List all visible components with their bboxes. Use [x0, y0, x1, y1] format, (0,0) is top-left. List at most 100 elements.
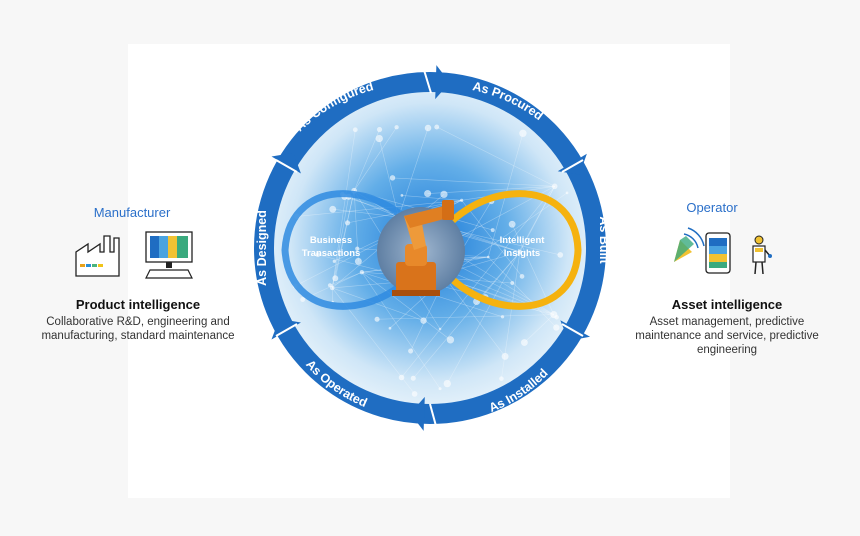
network-node	[438, 327, 442, 331]
network-node	[410, 375, 416, 381]
network-link	[461, 200, 523, 277]
network-node	[434, 124, 440, 130]
ring-separator	[275, 159, 298, 173]
network-node	[490, 228, 495, 233]
network-link	[335, 190, 355, 279]
network-link	[329, 271, 362, 286]
network-node	[501, 352, 509, 360]
description-line: engineering	[696, 344, 758, 356]
loop-label-business: Business	[310, 235, 352, 246]
network-node	[500, 315, 505, 319]
network-node	[459, 198, 464, 203]
network-node	[376, 126, 383, 133]
network-node	[300, 296, 306, 303]
cycle-ring	[254, 72, 606, 424]
network-node	[354, 257, 362, 265]
network-link	[447, 186, 555, 384]
network-link	[361, 271, 451, 341]
network-node	[520, 339, 528, 347]
network-node	[398, 374, 405, 381]
signal-icon	[674, 227, 705, 262]
network-link	[488, 256, 557, 328]
description-line: Asset management, predictive	[649, 316, 805, 328]
cycle-arrowhead	[271, 152, 301, 174]
asset-intelligence-description: Asset management, predictive maintenance…	[622, 315, 832, 357]
network-node	[510, 280, 515, 286]
network-node	[519, 129, 527, 138]
network-link	[332, 287, 424, 321]
network-node	[375, 134, 383, 143]
network-link	[332, 208, 399, 218]
manufacturer-label: Manufacturer	[93, 205, 171, 220]
network-node	[394, 125, 399, 130]
network-link	[353, 190, 359, 262]
network-link	[524, 314, 555, 343]
network-node	[557, 251, 564, 258]
loop-label-insights: Insights	[504, 248, 540, 259]
ring-separator	[561, 323, 584, 337]
network-link	[401, 195, 462, 201]
network-node	[553, 324, 560, 331]
network-link	[331, 129, 356, 288]
network-node	[499, 376, 504, 382]
network-link	[331, 196, 349, 289]
network-node	[327, 283, 333, 288]
network-node	[359, 269, 365, 275]
network-node	[332, 275, 339, 282]
network-link	[401, 186, 555, 378]
loop-label-intelligent: Intelligent	[500, 235, 546, 246]
network-link	[377, 314, 554, 320]
computer-monitor-icon	[145, 231, 193, 279]
cycle-arrowhead	[410, 396, 425, 431]
ring-separator	[561, 159, 584, 173]
network-node	[424, 124, 432, 132]
product-intelligence-panel: Product intelligence Collaborative R&D, …	[28, 297, 248, 343]
network-node	[486, 255, 490, 259]
network-node	[329, 285, 335, 291]
network-node	[565, 191, 569, 195]
network-node	[408, 348, 414, 354]
operator-panel: Operator	[652, 200, 772, 215]
asset-intelligence-panel: Asset intelligence Asset management, pre…	[622, 297, 832, 357]
network-node	[355, 246, 360, 251]
network-link	[296, 200, 462, 217]
network-node	[517, 249, 523, 255]
network-node	[438, 387, 442, 391]
network-node	[551, 183, 558, 190]
loop-label-transactions: Transactions	[302, 248, 361, 259]
cycle-arrowhead	[435, 65, 450, 100]
network-node	[440, 190, 448, 199]
network-link	[353, 127, 397, 191]
network-node	[519, 273, 525, 279]
network-node	[424, 190, 432, 198]
mobile-phone-icon	[705, 232, 731, 274]
network-node	[400, 193, 404, 197]
network-link	[413, 251, 521, 379]
manufacturer-panel: Manufacturer	[52, 205, 212, 220]
network-link	[361, 272, 441, 389]
network-link	[392, 177, 555, 187]
network-link	[427, 185, 555, 194]
network-node	[315, 252, 321, 258]
network-link	[476, 251, 521, 302]
network-node	[389, 175, 396, 181]
description-line: maintenance and service, predictive	[635, 330, 819, 342]
ring-separator	[423, 69, 432, 94]
network-node	[411, 390, 418, 397]
asset-intelligence-title: Asset intelligence	[671, 297, 783, 312]
description-line: manufacturing, standard maintenance	[41, 330, 235, 342]
network-link	[436, 126, 555, 187]
network-node	[443, 379, 452, 388]
network-node	[508, 220, 516, 228]
network-node	[554, 314, 560, 320]
network-node	[344, 220, 351, 226]
ring-separator	[275, 323, 298, 337]
description-line: Collaborative R&D, engineering and	[46, 316, 230, 328]
stage-as-designed: As Designed	[255, 210, 269, 286]
robot-arm-image	[377, 200, 465, 296]
stage-as-built: As Built	[597, 216, 611, 264]
product-intelligence-title: Product intelligence	[75, 297, 201, 312]
network-node	[352, 127, 358, 133]
network-node	[388, 326, 392, 330]
